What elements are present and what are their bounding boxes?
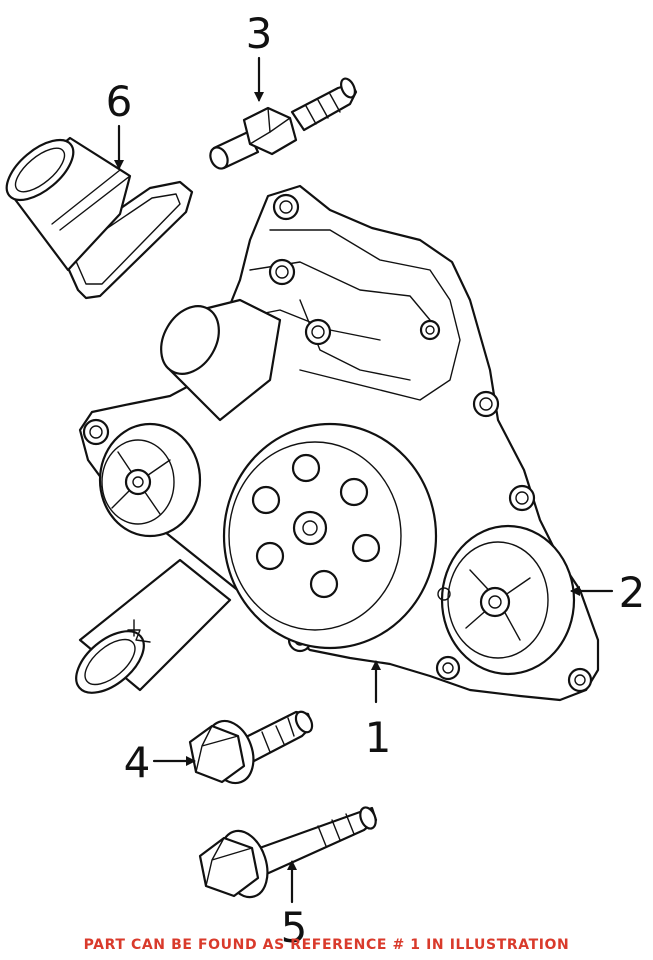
part-1-water-pump bbox=[75, 184, 600, 702]
callout-6: 6 bbox=[106, 77, 133, 126]
part-4-bolt bbox=[188, 710, 314, 785]
callout-labels: 3 6 2 1 4 5 bbox=[106, 9, 646, 952]
callout-2: 2 bbox=[619, 568, 646, 617]
right-pulley-boss bbox=[437, 524, 576, 676]
callout-3: 3 bbox=[246, 9, 273, 58]
part-6-outlet-housing bbox=[5, 136, 194, 300]
callout-1: 1 bbox=[365, 713, 392, 762]
leader-arrows bbox=[114, 56, 614, 904]
left-pulley-boss bbox=[98, 422, 202, 538]
pump-pulley-hub bbox=[222, 422, 438, 650]
part-3-stud bbox=[209, 77, 358, 170]
callout-5: 5 bbox=[281, 903, 308, 952]
part-5-bolt bbox=[198, 806, 378, 899]
callout-4: 4 bbox=[124, 738, 151, 787]
reference-caption: PART CAN BE FOUND AS REFERENCE # 1 IN IL… bbox=[83, 937, 570, 953]
